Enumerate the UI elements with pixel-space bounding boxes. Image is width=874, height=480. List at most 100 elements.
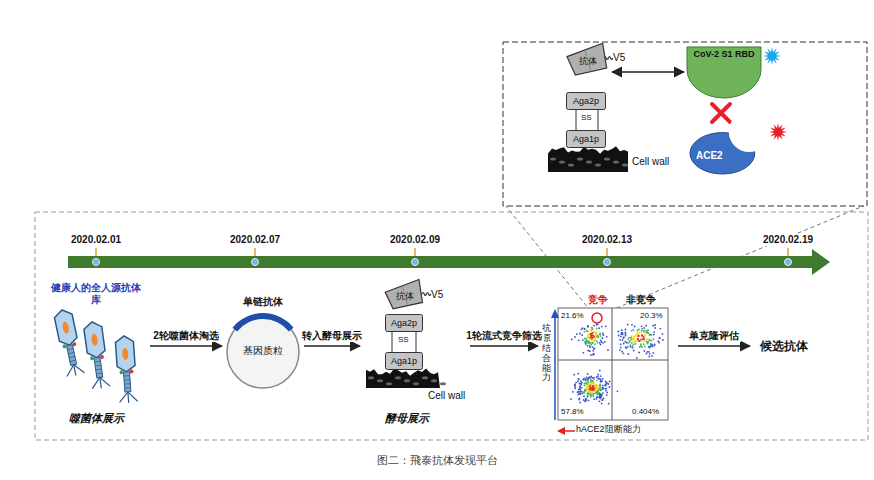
timeline-bar (68, 256, 814, 268)
phage-leg (74, 363, 85, 375)
event-dot (590, 396, 592, 398)
event-dot (593, 332, 595, 334)
event-dot (597, 390, 599, 392)
event-dot (633, 336, 635, 338)
phage-dna (122, 348, 129, 360)
event-dot (587, 396, 589, 398)
event-dot (592, 395, 594, 397)
phage-tail (94, 357, 103, 378)
node-text: 抗原结合能力 (542, 324, 551, 383)
event-dot (570, 398, 572, 400)
event-dot (585, 341, 587, 343)
event-dot (651, 355, 653, 357)
event-dot (593, 335, 595, 337)
event-dot (659, 337, 661, 339)
event-dot (621, 332, 623, 334)
v5-tag (422, 293, 431, 296)
event-dot (604, 385, 606, 387)
event-dot (587, 326, 589, 328)
event-dot (638, 340, 640, 342)
event-dot (594, 390, 596, 392)
date-tick (95, 248, 97, 256)
event-dot (588, 391, 590, 393)
event-dot (589, 350, 591, 352)
event-dot (662, 333, 664, 335)
event-dot (648, 346, 650, 348)
date-tick (606, 248, 608, 256)
event-dot (590, 330, 592, 332)
phage-leg (91, 377, 101, 388)
aga2p-box: Aga2p (566, 92, 606, 110)
event-dot (593, 353, 595, 355)
event-dot (578, 391, 580, 393)
date-tick (414, 248, 416, 256)
event-dot (592, 389, 594, 391)
wall-texture (568, 164, 574, 167)
bond-label: SS (398, 335, 409, 344)
event-dot (601, 403, 603, 405)
event-dot (578, 389, 580, 391)
event-dot (591, 327, 593, 329)
node-text: 噬菌体展示 (44, 412, 148, 425)
wall-texture (622, 164, 628, 167)
event-dot (605, 381, 607, 383)
event-dot (639, 340, 641, 342)
event-dot (588, 400, 590, 402)
event-dot (643, 327, 645, 329)
event-dot (593, 378, 595, 380)
event-dot (646, 353, 648, 355)
event-dot (589, 385, 591, 387)
event-dot (643, 335, 645, 337)
event-dot (583, 352, 585, 354)
event-dot (587, 373, 589, 375)
disulfide-bond (598, 110, 599, 130)
disulfide-bond (576, 110, 577, 130)
date-dot (604, 259, 611, 266)
event-dot (595, 390, 597, 392)
event-dot (643, 343, 645, 345)
event-dot (603, 334, 605, 336)
cell-wall (548, 146, 628, 172)
event-dot (632, 345, 634, 347)
plasmid-outline (227, 316, 299, 388)
event-dot (593, 393, 595, 395)
event-dot (621, 329, 623, 331)
event-dot (620, 347, 622, 349)
event-dot (647, 341, 649, 343)
event-dot (595, 334, 597, 336)
event-dot (601, 341, 603, 343)
event-dot (595, 390, 597, 392)
node-text: 21.6% (561, 311, 584, 320)
event-dot (599, 384, 601, 386)
event-dot (625, 335, 627, 337)
event-dot (633, 344, 635, 346)
step-label: 2轮噬菌体淘选 (151, 330, 221, 342)
event-dot (594, 343, 596, 345)
box-outline (567, 93, 606, 110)
tail-stripe (69, 356, 75, 357)
antibody-linker (585, 49, 591, 71)
event-dot (577, 381, 579, 383)
phage-dna (91, 333, 99, 346)
event-dot (643, 330, 645, 332)
wall-texture (613, 161, 619, 164)
event-dot (623, 336, 625, 338)
plasmid-circle: 单链抗体基因质粒 (224, 296, 302, 392)
event-dot (592, 342, 594, 344)
event-dot (581, 334, 583, 336)
event-dot (600, 389, 602, 391)
event-dot (597, 378, 599, 380)
event-dot (625, 333, 627, 335)
tail-stripe (124, 383, 130, 384)
event-dot (643, 336, 645, 338)
event-dot (638, 334, 640, 336)
event-dot (586, 388, 588, 390)
shape-outline (566, 92, 606, 110)
event-dot (629, 344, 631, 346)
event-dot (579, 398, 581, 400)
event-dot (636, 357, 638, 359)
flow-arrow (304, 345, 360, 347)
event-dot (651, 340, 653, 342)
event-dot (580, 391, 582, 393)
event-dot (617, 390, 619, 392)
